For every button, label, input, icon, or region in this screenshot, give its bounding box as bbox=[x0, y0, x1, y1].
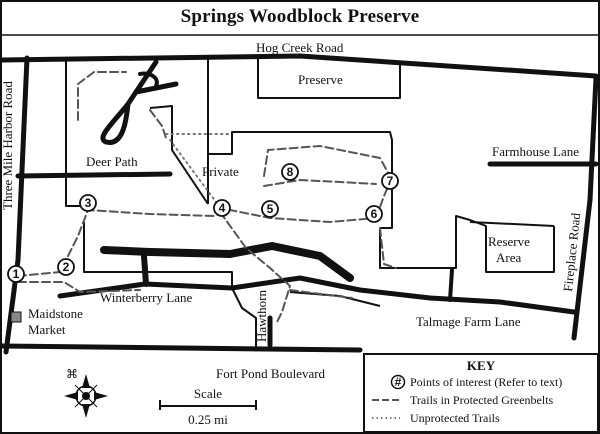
poi-4[interactable]: 4 bbox=[213, 199, 231, 217]
talmage-farm-lane-road bbox=[448, 268, 454, 302]
north-curving-road-loop bbox=[138, 71, 159, 88]
points-of-interest[interactable]: 1 2 3 4 5 6 7 8 bbox=[7, 163, 399, 283]
west-parcel-b bbox=[65, 176, 84, 207]
label-reserve-area-2: Area bbox=[496, 250, 521, 265]
lower-west-parcel bbox=[83, 222, 233, 288]
label-hog-creek-road: Hog Creek Road bbox=[256, 40, 344, 55]
scale-label: Scale bbox=[194, 386, 222, 401]
poi-5[interactable]: 5 bbox=[261, 200, 279, 218]
poi-7[interactable]: 7 bbox=[381, 172, 399, 190]
label-farmhouse-lane: Farmhouse Lane bbox=[492, 144, 579, 159]
fireplace-road bbox=[571, 75, 599, 341]
poi-4-label: 4 bbox=[219, 201, 226, 215]
key-poi-label: Points of interest (Refer to text) bbox=[410, 375, 562, 389]
hog-creek-road bbox=[0, 53, 599, 79]
poi-3-label: 3 bbox=[85, 196, 92, 210]
label-deer-path: Deer Path bbox=[86, 154, 138, 169]
key-title: KEY bbox=[467, 358, 496, 373]
inner-road-spur bbox=[141, 253, 149, 287]
label-preserve: Preserve bbox=[298, 72, 343, 87]
fort-pond-boulevard bbox=[0, 343, 363, 353]
winterberry-lane-road bbox=[57, 275, 577, 315]
map-title: Springs Woodblock Preserve bbox=[180, 6, 420, 27]
label-private: Private bbox=[202, 164, 239, 179]
unprotected-trails bbox=[165, 133, 233, 211]
poi-5-label: 5 bbox=[267, 202, 274, 216]
roads bbox=[0, 53, 599, 355]
poi-3[interactable]: 3 bbox=[79, 194, 97, 212]
trail-main-spine bbox=[17, 209, 377, 277]
protected-trails bbox=[17, 71, 397, 325]
map-key: KEY # Points of interest (Refer to text)… bbox=[363, 353, 599, 433]
inner-road-loop bbox=[100, 242, 354, 282]
reserve-area-parcel bbox=[469, 221, 555, 227]
scale-value: 0.25 mi bbox=[188, 412, 228, 427]
compass-icon: ⌘ bbox=[64, 367, 108, 418]
trail-east-south bbox=[379, 227, 397, 269]
deer-path-road bbox=[15, 171, 173, 179]
label-fort-pond-boulevard: Fort Pond Boulevard bbox=[216, 366, 326, 381]
trail-southwest bbox=[17, 281, 141, 293]
lower-east-parcel bbox=[289, 291, 381, 307]
label-hawthorn: Hawthorn bbox=[254, 290, 269, 342]
scale-bar: Scale 0.25 mi bbox=[159, 386, 257, 427]
north-curving-road bbox=[100, 59, 159, 145]
label-winterberry-lane: Winterberry Lane bbox=[100, 290, 192, 305]
preserve-parcel bbox=[257, 56, 401, 99]
label-talmage-farm-lane: Talmage Farm Lane bbox=[416, 314, 521, 329]
private-parcel bbox=[207, 58, 555, 273]
label-maidstone-1: Maidstone bbox=[28, 306, 83, 321]
label-maidstone-2: Market bbox=[28, 322, 66, 337]
trail-north-spur bbox=[149, 109, 167, 139]
maidstone-market-marker bbox=[10, 311, 22, 323]
poi-1[interactable]: 1 bbox=[7, 265, 25, 283]
label-reserve-area-1: Reserve bbox=[488, 234, 530, 249]
key-poi-hash: # bbox=[395, 375, 402, 389]
trail-south-connector bbox=[289, 289, 353, 299]
poi-2[interactable]: 2 bbox=[57, 258, 75, 276]
key-poi-symbol: # bbox=[390, 374, 406, 390]
poi-1-label: 1 bbox=[13, 267, 20, 281]
poi-6[interactable]: 6 bbox=[365, 205, 383, 223]
compass-north-mark: ⌘ bbox=[66, 367, 78, 381]
three-mile-harbor-road bbox=[3, 55, 30, 355]
trail-northwest bbox=[77, 71, 127, 121]
trail-8-crossing bbox=[263, 179, 377, 187]
poi-8[interactable]: 8 bbox=[281, 163, 299, 181]
hawthorn-parcel bbox=[231, 287, 257, 348]
property-lines bbox=[65, 56, 555, 348]
key-protected-label: Trails in Protected Greenbelts bbox=[410, 393, 554, 407]
trail-diagonal-south bbox=[219, 211, 291, 325]
unprotected-trail-diagonal bbox=[169, 139, 223, 211]
label-three-mile-harbor-road: Three Mile Harbor Road bbox=[0, 81, 15, 210]
poi-7-label: 7 bbox=[387, 174, 394, 188]
deer-path-parcel bbox=[149, 105, 209, 205]
trail-ne-loop bbox=[263, 145, 393, 181]
poi-2-label: 2 bbox=[63, 260, 70, 274]
poi-6-label: 6 bbox=[371, 207, 378, 221]
key-unprotected-label: Unprotected Trails bbox=[410, 411, 500, 425]
poi-8-label: 8 bbox=[287, 165, 294, 179]
